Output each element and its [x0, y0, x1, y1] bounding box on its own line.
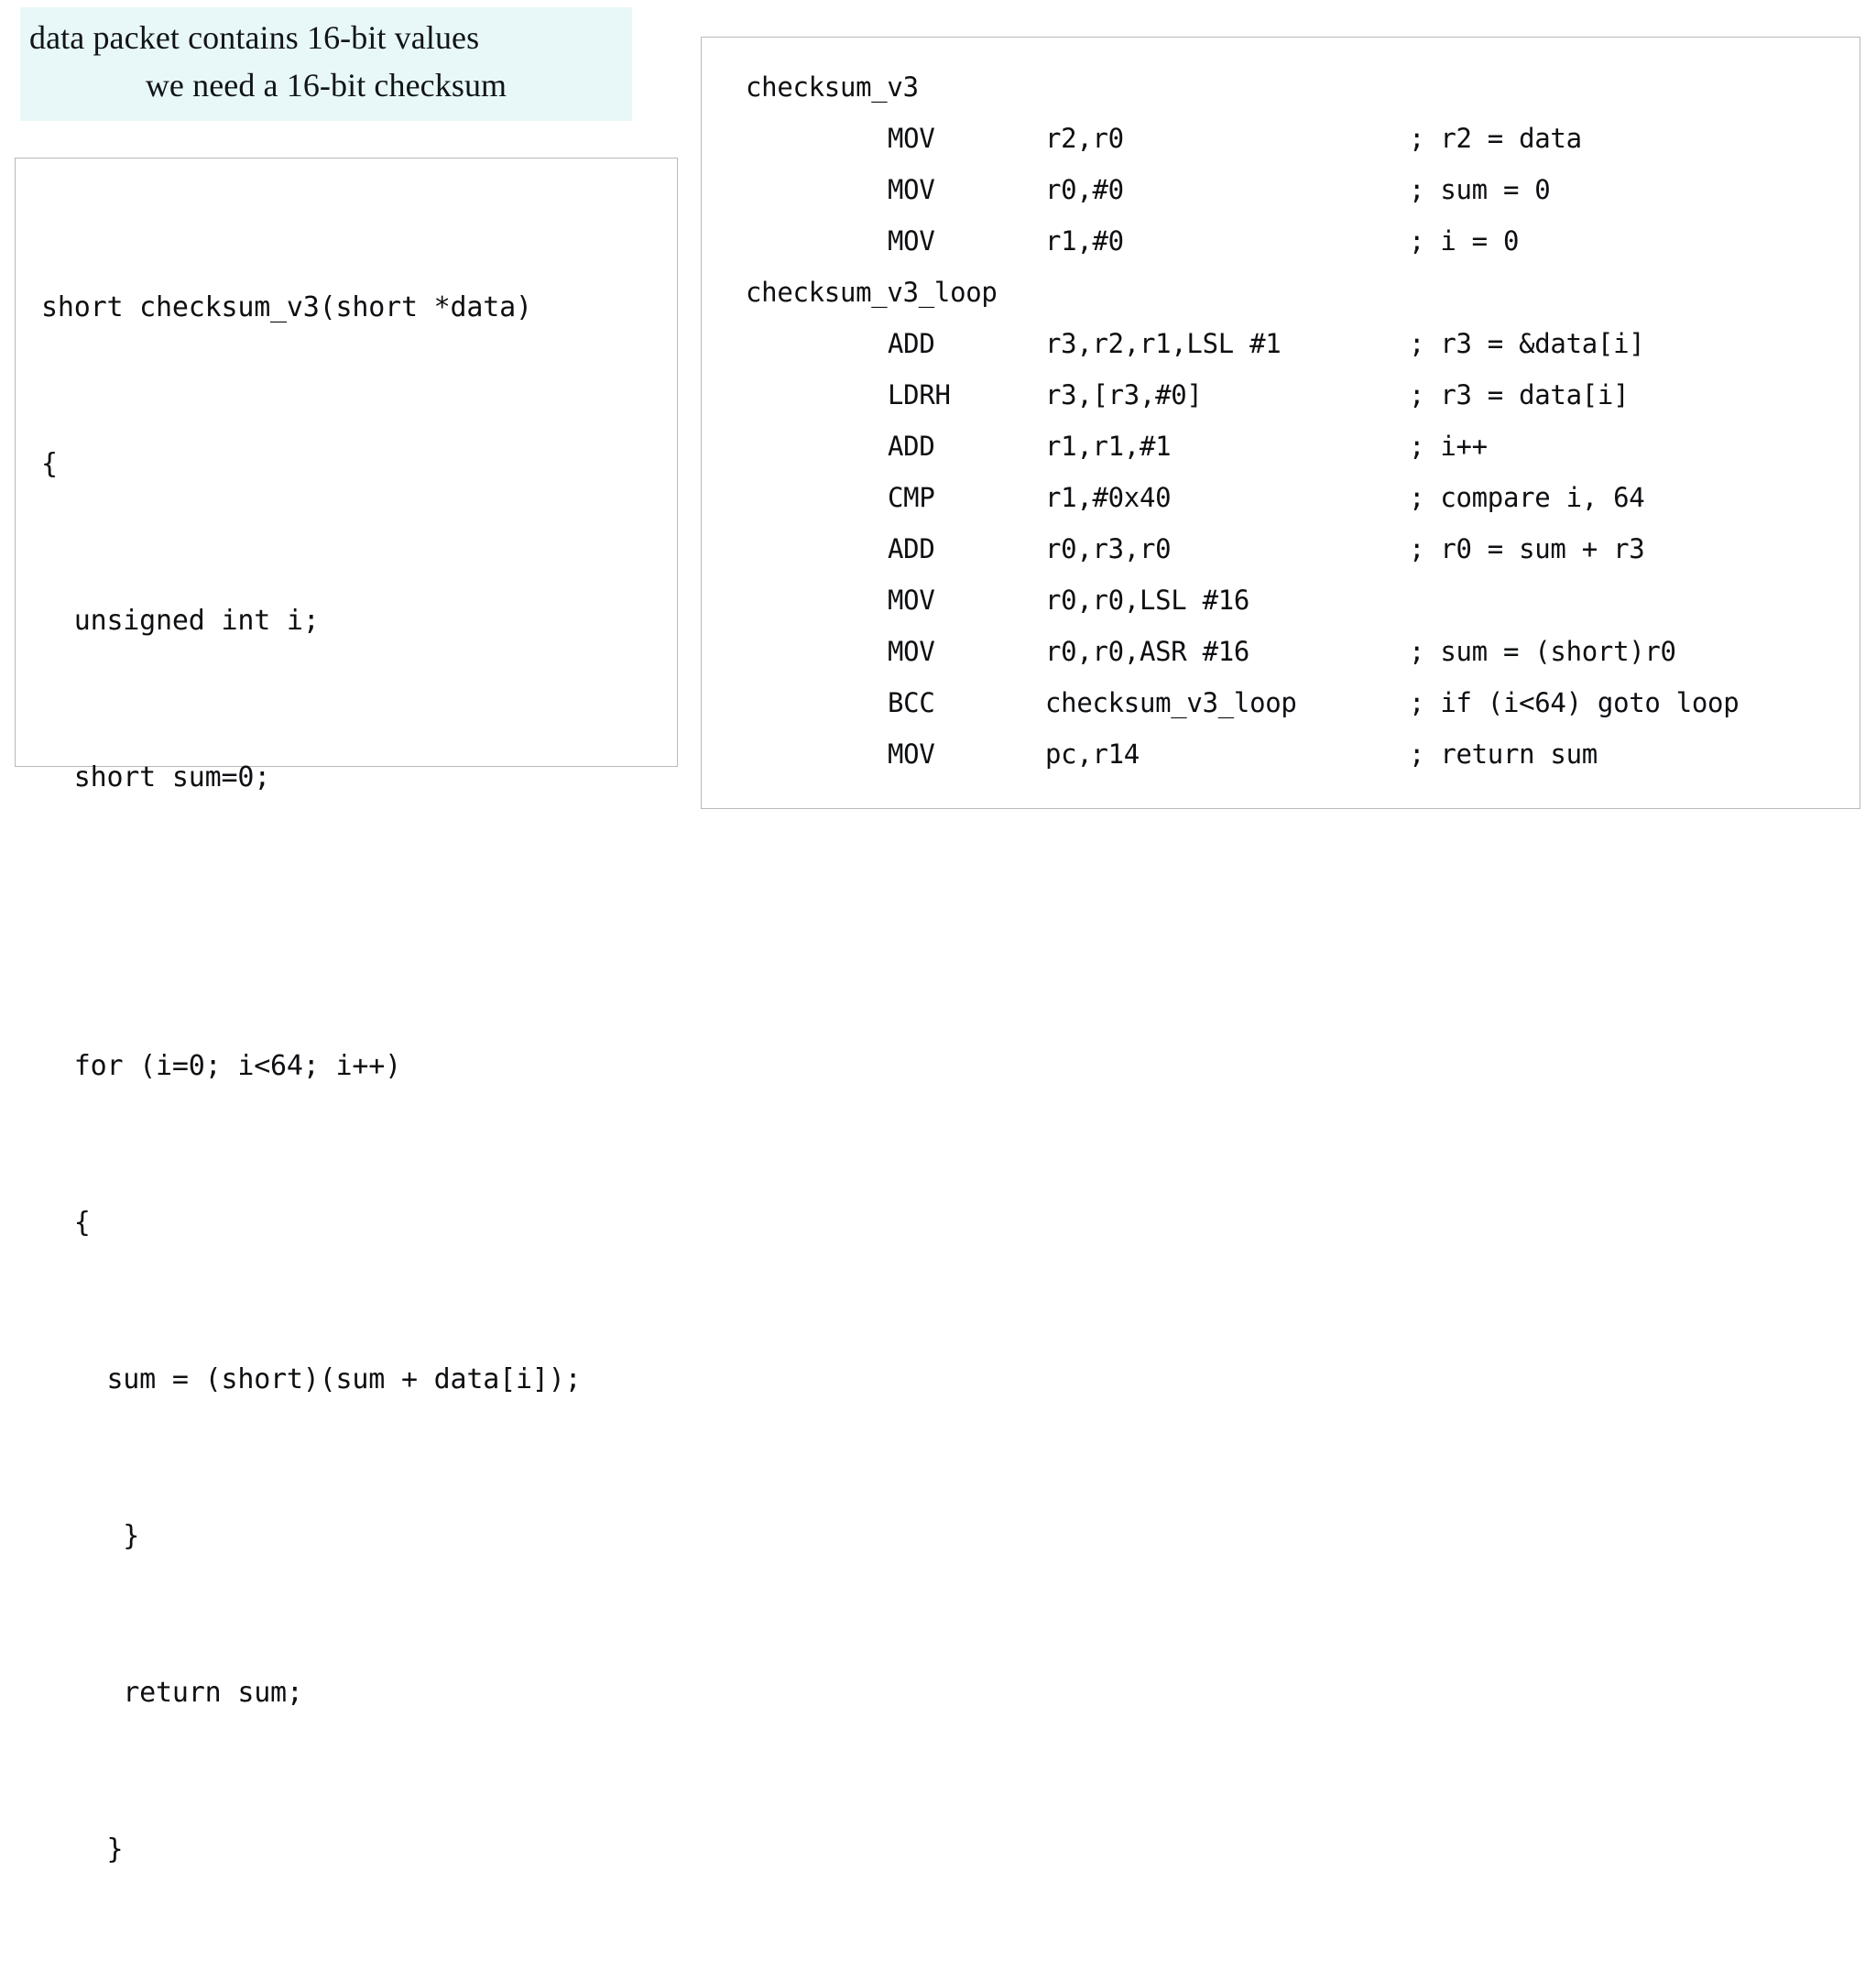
asm-code-listing: checksum_v3 MOV r2,r0 ; r2 = data MOV r0,#0…: [746, 61, 1740, 780]
c-code-line: return sum;: [41, 1677, 303, 1709]
c-code-line: }: [41, 1833, 124, 1865]
asm-line: MOV r0,r0,LSL #16: [746, 574, 1739, 626]
asm-line: MOV r1,#0 ; i = 0: [746, 215, 1739, 267]
c-code-line: short checksum_v3(short *data): [41, 291, 532, 323]
asm-code-box: checksum_v3 MOV r2,r0 ; r2 = data MOV r0,#0…: [701, 37, 1860, 809]
c-code-line: short sum=0;: [41, 761, 271, 793]
c-code-line: unsigned int i;: [41, 605, 320, 637]
asm-line: BCC checksum_v3_loop ; if (i<64) goto loop: [746, 677, 1740, 728]
caption-line-2: we need a 16-bit checksum: [145, 66, 507, 104]
asm-line: MOV r0,r0,ASR #16 ; sum = (short)r0: [746, 626, 1739, 677]
asm-comment: ; sum = (short)r0: [1409, 636, 1676, 667]
caption-highlight-block: data packet contains 16-bit values we ne…: [20, 7, 632, 121]
asm-operands: checksum_v3_loop: [1045, 687, 1297, 718]
asm-mnemonic: MOV: [888, 123, 935, 154]
asm-operands: r0,#0: [1045, 174, 1124, 205]
asm-operands: r0,r0,LSL #16: [1045, 585, 1250, 616]
c-code-line: sum = (short)(sum + data[i]);: [41, 1363, 582, 1395]
asm-comment: ; r0 = sum + r3: [1409, 533, 1645, 564]
c-source-code-box: short checksum_v3(short *data) { unsigne…: [15, 158, 678, 1865]
asm-line: checksum_v3_loop: [746, 267, 1739, 318]
asm-line: ADD r1,r1,#1 ; i++: [746, 421, 1739, 472]
asm-comment: ; sum = 0: [1409, 174, 1551, 205]
asm-mnemonic: ADD: [888, 328, 935, 359]
asm-mnemonic: LDRH: [888, 379, 951, 410]
asm-operands: r2,r0: [1045, 123, 1124, 154]
asm-mnemonic: BCC: [888, 687, 935, 718]
asm-comment: ; return sum: [1409, 738, 1598, 770]
asm-operands: r1,r1,#1: [1045, 431, 1172, 462]
c-code-line: for (i=0; i<64; i++): [41, 1050, 401, 1082]
asm-comment: ; if (i<64) goto loop: [1409, 687, 1740, 718]
asm-line: MOV pc,r14 ; return sum: [746, 728, 1739, 780]
asm-operands: r1,#0x40: [1045, 482, 1172, 513]
asm-operands: r0,r0,ASR #16: [1045, 636, 1250, 667]
asm-operands: r3,r2,r1,LSL #1: [1045, 328, 1282, 359]
asm-operands: r3,[r3,#0]: [1045, 379, 1203, 410]
asm-mnemonic: ADD: [888, 431, 935, 462]
asm-mnemonic: CMP: [888, 482, 935, 513]
asm-line: MOV r2,r0 ; r2 = data: [746, 113, 1739, 164]
asm-line: checksum_v3: [746, 61, 1739, 113]
c-code-line: }: [41, 1520, 140, 1552]
caption-line-1: data packet contains 16-bit values: [29, 19, 480, 56]
asm-comment: ; r3 = data[i]: [1409, 379, 1630, 410]
c-code-line: {: [41, 1207, 91, 1239]
asm-comment: ; i++: [1409, 431, 1488, 462]
asm-line: CMP r1,#0x40 ; compare i, 64: [746, 472, 1739, 523]
c-source-code-listing: short checksum_v3(short *data) { unsigne…: [41, 177, 582, 1980]
asm-mnemonic: MOV: [888, 738, 935, 770]
asm-mnemonic: MOV: [888, 225, 935, 257]
c-code-line-blank: [41, 908, 581, 935]
c-code-line: {: [41, 448, 58, 480]
asm-line: MOV r0,#0 ; sum = 0: [746, 164, 1739, 215]
asm-label: checksum_v3: [746, 71, 919, 103]
asm-comment: ; r2 = data: [1409, 123, 1582, 154]
asm-mnemonic: MOV: [888, 585, 935, 616]
asm-line: LDRH r3,[r3,#0] ; r3 = data[i]: [746, 369, 1739, 421]
asm-line: ADD r0,r3,r0 ; r0 = sum + r3: [746, 523, 1739, 574]
asm-operands: r0,r3,r0: [1045, 533, 1172, 564]
asm-mnemonic: MOV: [888, 174, 935, 205]
asm-operands: r1,#0: [1045, 225, 1124, 257]
asm-mnemonic: ADD: [888, 533, 935, 564]
asm-operands: pc,r14: [1045, 738, 1140, 770]
asm-comment: ; compare i, 64: [1409, 482, 1645, 513]
asm-comment: ; i = 0: [1409, 225, 1520, 257]
asm-mnemonic: MOV: [888, 636, 935, 667]
asm-comment: ; r3 = &data[i]: [1409, 328, 1645, 359]
asm-line: ADD r3,r2,r1,LSL #1 ; r3 = &data[i]: [746, 318, 1739, 369]
asm-label-loop: checksum_v3_loop: [746, 277, 998, 308]
